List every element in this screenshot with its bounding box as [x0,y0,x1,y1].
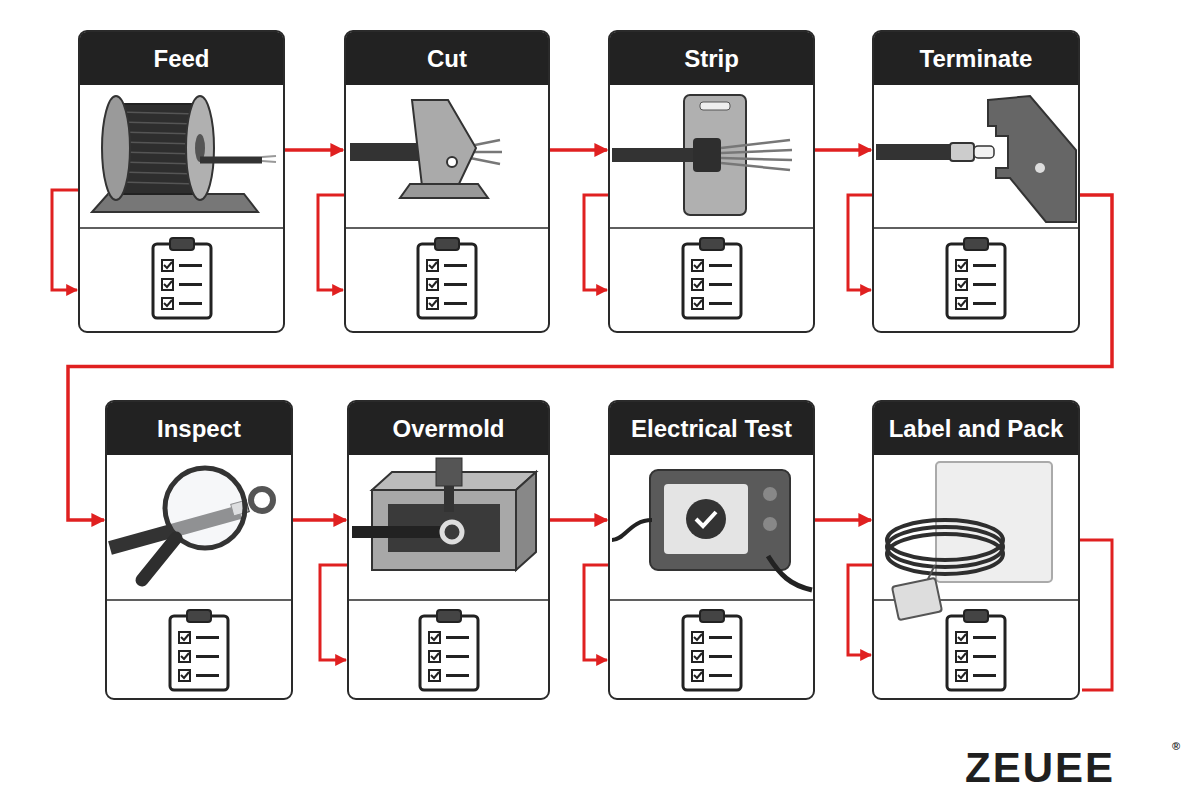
process-card: Feed [78,30,285,333]
process-card: Terminate [872,30,1080,333]
process-card: Label and Pack [872,400,1080,700]
checklist-icon [153,238,1005,690]
process-card: Electrical Test [608,400,815,700]
wire-spool [92,96,276,212]
flow-arrow [550,148,607,152]
bag-coil [887,462,1052,620]
step-title: Overmold [349,402,548,455]
flow-arrow [285,148,343,152]
process-card: Cut [344,30,550,333]
flow-arrow [815,148,871,152]
process-card: Strip [608,30,815,333]
flow-arrow [815,518,871,522]
crimp-tool [876,96,1076,222]
step-title: Strip [610,32,813,85]
step-title: Terminate [874,32,1078,85]
step-title: Feed [80,32,283,85]
cutter [350,100,502,198]
registered-mark: ® [1172,740,1180,752]
mold [352,458,536,570]
feedback-loop [52,190,1112,690]
process-card: Overmold [347,400,550,700]
step-title: Label and Pack [874,402,1078,455]
process-card: Inspect [105,400,293,700]
step-title: Inspect [107,402,291,455]
divider [78,228,1080,600]
flow-arrow [293,518,346,522]
magnifier [110,468,273,580]
flow-arrow [550,518,607,522]
stripper [612,95,792,215]
brand-logo: ZEUEE [965,744,1115,792]
flow-arrow [68,195,1112,520]
tester [612,470,812,590]
step-title: Electrical Test [610,402,813,455]
step-title: Cut [346,32,548,85]
